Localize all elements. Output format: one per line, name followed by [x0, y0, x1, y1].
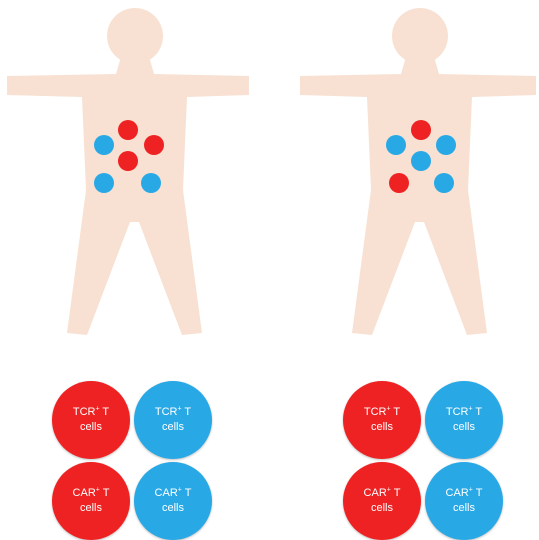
red-cell: [411, 120, 431, 140]
human-figure-left: [0, 0, 269, 360]
legend-car-blue: CAR+ T cells: [425, 462, 503, 540]
red-cell: [144, 135, 164, 155]
legend-label: TCR: [446, 406, 469, 418]
red-cell: [118, 151, 138, 171]
legend-sublabel: cells: [162, 420, 184, 435]
legend-sublabel: cells: [453, 420, 475, 435]
blue-cell: [436, 135, 456, 155]
legend-sublabel: cells: [80, 501, 102, 516]
legend-sublabel: cells: [162, 501, 184, 516]
blue-cell: [94, 135, 114, 155]
legend-sublabel: cells: [453, 501, 475, 516]
legend-label: TCR: [364, 406, 387, 418]
blue-cell: [386, 135, 406, 155]
head: [107, 8, 163, 64]
legend-label: CAR: [364, 487, 387, 499]
legend-sublabel: cells: [80, 420, 102, 435]
legend-car-blue: CAR+ T cells: [134, 462, 212, 540]
head: [392, 8, 448, 64]
legend-label: TCR: [73, 406, 96, 418]
human-silhouette: [300, 8, 536, 335]
legend-car-red: CAR+ T cells: [52, 462, 130, 540]
blue-cell: [434, 173, 454, 193]
legend-label: CAR: [155, 487, 178, 499]
blue-cell: [94, 173, 114, 193]
legend-tcr-blue: TCR+ T cells: [425, 381, 503, 459]
legend-tcr-red: TCR+ T cells: [343, 381, 421, 459]
left-panel: TCR+ T cells TCR+ T cells CAR+ T cells C…: [0, 0, 269, 540]
legend-sublabel: cells: [371, 420, 393, 435]
legend-tcr-blue: TCR+ T cells: [134, 381, 212, 459]
legend-tcr-red: TCR+ T cells: [52, 381, 130, 459]
blue-cell: [141, 173, 161, 193]
legend-label: TCR: [155, 406, 178, 418]
human-silhouette: [7, 8, 249, 335]
legend-label: CAR: [446, 487, 469, 499]
body: [300, 60, 536, 335]
legend-sublabel: cells: [371, 501, 393, 516]
blue-cell: [411, 151, 431, 171]
body: [7, 60, 249, 335]
legend-label: CAR: [73, 487, 96, 499]
legend-car-red: CAR+ T cells: [343, 462, 421, 540]
human-figure-right: [270, 0, 539, 360]
right-panel: TCR+ T cells TCR+ T cells CAR+ T cells C…: [270, 0, 539, 540]
red-cell: [118, 120, 138, 140]
red-cell: [389, 173, 409, 193]
